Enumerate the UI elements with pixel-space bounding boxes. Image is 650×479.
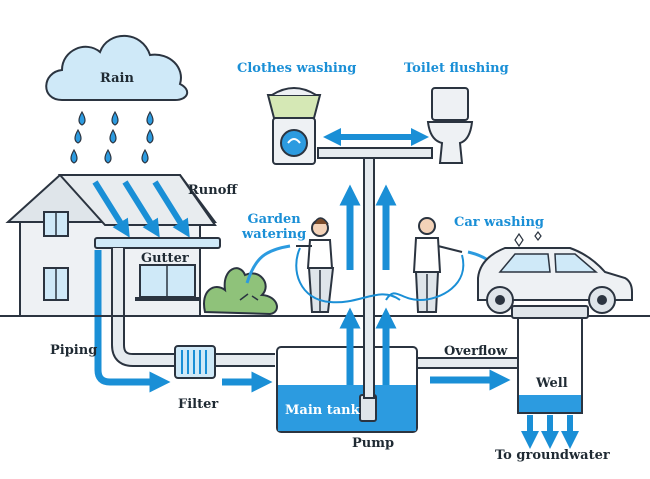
- pump-pipe: [317, 147, 433, 399]
- filter-icon: [174, 345, 216, 379]
- toilet-icon: [426, 87, 474, 164]
- runoff-arrows: [92, 180, 190, 238]
- well-icon: [511, 305, 589, 414]
- toilet-flushing-label: Toilet flushing: [404, 61, 509, 76]
- main-tank-label: Main tank: [285, 403, 360, 418]
- tank-icon: [276, 346, 418, 433]
- gutter-icon: [94, 237, 221, 249]
- cloud-icon: [45, 34, 189, 101]
- man-icon: [385, 217, 502, 313]
- washing-machine-icon: [272, 117, 316, 165]
- piping-label: Piping: [50, 343, 98, 358]
- filter-label: Filter: [178, 397, 219, 412]
- rain-label: Rain: [100, 71, 134, 86]
- garden-watering-label: Garden watering: [242, 212, 307, 242]
- well-label: Well: [536, 376, 568, 391]
- bush-icon: [203, 267, 278, 316]
- runoff-label: Runoff: [188, 183, 238, 198]
- clothes-washing-label: Clothes washing: [237, 61, 357, 76]
- upward-arrows: [339, 184, 397, 385]
- groundwater-arrows: [521, 415, 579, 449]
- raindrop-icon: [70, 110, 154, 164]
- overflow-label: Overflow: [444, 344, 508, 359]
- gutter-label: Gutter: [141, 251, 189, 266]
- piping: [94, 248, 275, 393]
- woman-gardener-icon: [245, 217, 401, 313]
- overflow-pipe: [416, 357, 528, 391]
- car-washing-label: Car washing: [454, 215, 545, 230]
- pump-label: Pump: [352, 436, 395, 451]
- car-icon: [477, 231, 633, 314]
- laundry-basket-icon: [266, 87, 322, 119]
- to-groundwater-label: To groundwater: [495, 448, 610, 463]
